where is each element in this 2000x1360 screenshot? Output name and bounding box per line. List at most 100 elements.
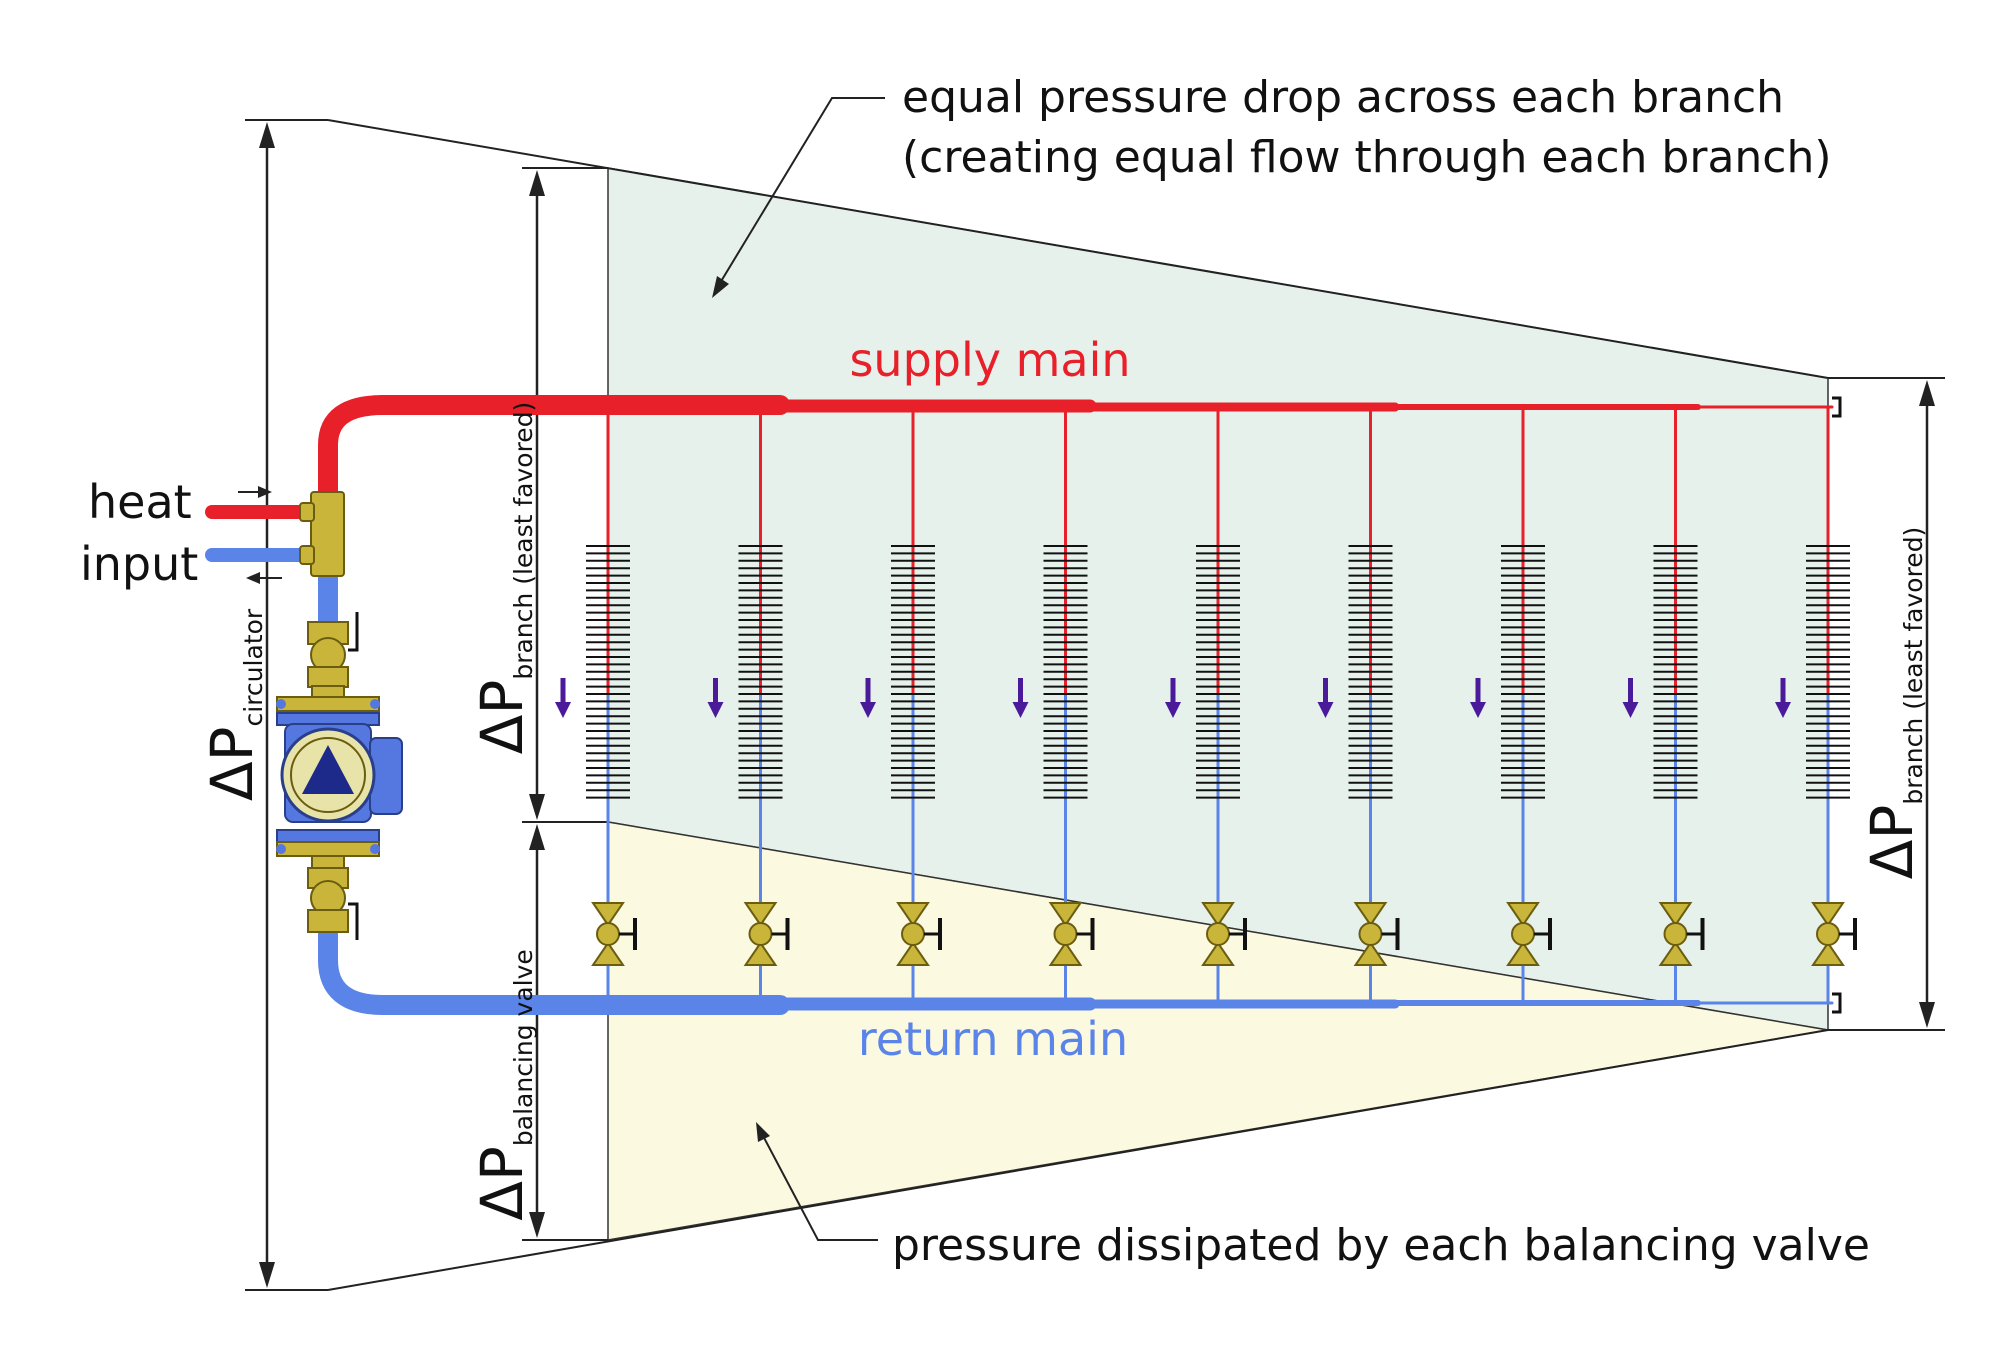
flow-arrow-icon — [1012, 678, 1029, 718]
baseboard-fin-icon — [1653, 545, 1698, 799]
heat-label: heat — [88, 475, 192, 529]
top-callout-line2: (creating equal flow through each branch… — [902, 132, 1832, 183]
branch-7 — [1470, 406, 1552, 1004]
supply-main-pipe — [318, 395, 1834, 508]
branch-circuits — [555, 406, 1857, 1004]
branch-dp-label-left: ΔPbranch (least favored) — [468, 402, 538, 755]
baseboard-fin-icon — [1196, 545, 1240, 799]
balancing-valve-icon — [591, 902, 637, 966]
branch-8 — [1622, 406, 1705, 1004]
flow-arrow-icon — [1775, 678, 1791, 718]
return-main-label: return main — [858, 1012, 1128, 1066]
baseboard-fin-icon — [1501, 545, 1545, 799]
flow-arrow-icon — [1317, 678, 1334, 718]
flow-arrow-head — [1622, 702, 1639, 718]
bottom-callout-leader — [756, 1122, 878, 1241]
branch-4 — [1012, 406, 1095, 1004]
valve-upper-body — [743, 902, 778, 927]
top-callout-leader — [712, 97, 885, 298]
valve-lower-body — [896, 941, 930, 966]
balancing-valve-icon — [1048, 902, 1095, 966]
branch-dimension-arrow-right — [1919, 380, 1935, 1028]
valve-upper-body — [1201, 902, 1235, 927]
valve-ball — [1206, 922, 1230, 946]
flow-arrow-head — [1775, 702, 1791, 718]
lower-ball-valve-icon — [307, 867, 359, 940]
valve-upper-body — [1811, 902, 1845, 927]
branch-1 — [555, 406, 637, 1004]
branch-9 — [1775, 406, 1857, 1004]
valve-ball — [1053, 922, 1078, 946]
valve-lower-body — [743, 941, 778, 966]
input-label: input — [80, 537, 198, 591]
flow-arrow-head — [707, 702, 724, 718]
baseboard-fin-icon — [891, 545, 935, 799]
valve-ball — [1816, 922, 1840, 946]
branch-2 — [707, 406, 790, 1004]
valve-lower-body — [1811, 941, 1845, 966]
valve-upper-body — [1506, 902, 1540, 927]
valve-lower-body — [591, 941, 625, 966]
balancing-valve-icon — [1506, 902, 1552, 966]
valve-lower-body — [1353, 941, 1388, 966]
valve-ball — [748, 922, 773, 946]
circulator-dimension-arrow — [259, 122, 275, 1288]
top-callout-line1: equal pressure drop across each branch — [902, 72, 1784, 123]
baseboard-fin-icon — [1348, 545, 1393, 799]
flow-arrow-head — [1317, 702, 1334, 718]
circulator-pressure-top-slope — [327, 119, 1829, 379]
flow-arrow-icon — [1165, 678, 1181, 718]
flow-arrow-head — [555, 702, 571, 718]
supply-main-label: supply main — [849, 333, 1130, 387]
branch-dimension-arrow-left — [529, 170, 545, 820]
baseboard-fin-icon — [1806, 545, 1850, 799]
bottom-callout: pressure dissipated by each balancing va… — [892, 1220, 1870, 1271]
valve-lower-body — [1201, 941, 1235, 966]
balancing-valve-icon — [1811, 902, 1857, 966]
tee-fittings — [299, 491, 345, 577]
balancing-valve-icon — [1658, 902, 1705, 966]
valve-ball — [901, 922, 925, 946]
valve-upper-body — [1353, 902, 1388, 927]
valve-upper-body — [1658, 902, 1693, 927]
flow-arrow-icon — [1470, 678, 1486, 718]
branch-dp-label-right: ΔPbranch (least favored) — [1858, 527, 1928, 880]
valve-lower-body — [1658, 941, 1693, 966]
flow-arrow-icon — [1622, 678, 1639, 718]
flow-arrow-icon — [707, 678, 724, 718]
valve-ball — [1358, 922, 1383, 946]
branch-6 — [1317, 406, 1400, 1004]
balancing-dp-label: ΔPbalancing valve — [468, 949, 538, 1221]
valve-ball — [596, 922, 620, 946]
supply-main-end-cap — [1832, 396, 1842, 418]
flow-arrow-head — [1012, 702, 1029, 718]
valve-lower-body — [1048, 941, 1083, 966]
balancing-valve-icon — [743, 902, 790, 966]
valve-ball — [1663, 922, 1688, 946]
baseboard-fin-icon — [738, 545, 783, 799]
valve-upper-body — [896, 902, 930, 927]
return-main-pipe — [318, 925, 1834, 1015]
balancing-valve-icon — [1201, 902, 1247, 966]
heat-input-arrows — [238, 486, 282, 584]
valve-lower-body — [1506, 941, 1540, 966]
circulator-dp-label: ΔPcirculator — [198, 608, 268, 801]
valve-ball — [1511, 922, 1535, 946]
flow-arrow-head — [1165, 702, 1181, 718]
valve-upper-body — [1048, 902, 1083, 927]
balancing-valve-icon — [896, 902, 942, 966]
baseboard-fin-icon — [1043, 545, 1088, 799]
branch-5 — [1165, 406, 1247, 1004]
balancing-dimension-arrow — [529, 824, 545, 1238]
circulator-pressure-bottom-slope — [327, 1029, 1829, 1291]
balancing-valve-icon — [1353, 902, 1400, 966]
circulator-pump-icon — [276, 685, 403, 869]
flow-arrow-head — [860, 702, 876, 718]
upper-ball-valve-icon — [307, 612, 359, 688]
flow-arrow-icon — [860, 678, 876, 718]
baseboard-fin-icon — [586, 545, 630, 799]
return-main-end-cap — [1832, 992, 1842, 1014]
valve-upper-body — [591, 902, 625, 927]
flow-arrow-head — [1470, 702, 1486, 718]
